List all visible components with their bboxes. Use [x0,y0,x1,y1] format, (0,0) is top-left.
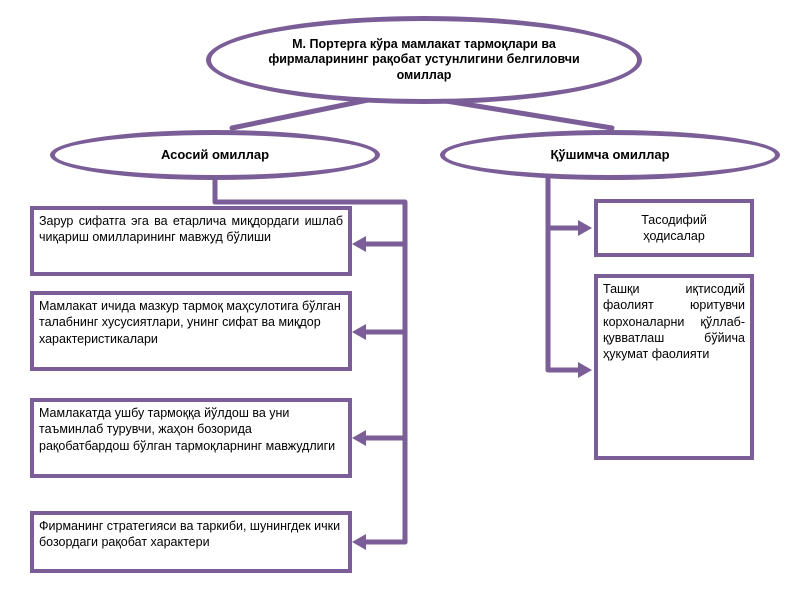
main-factor-text: Мамлакатда ушбу тармоққа йўлдош ва уни т… [39,406,336,453]
main-factors-ellipse: Асосий омиллар [50,130,380,180]
diagram-title: М. Портерга кўра мамлакат тармоқлари ва … [268,36,580,82]
main-factor-text: Мамлакат ичида мазкур тармоқ маҳсулотига… [39,299,341,346]
main-factors-label: Асосий омиллар [160,146,270,162]
additional-factor-box: Ташқи иқтисодий фаолият юритувчи корхона… [594,274,754,460]
additional-factors-ellipse: Қўшимча омиллар [440,130,780,180]
additional-factors-label: Қўшимча омиллар [550,146,670,162]
additional-factor-text: Ташқи иқтисодий фаолият юритувчи корхона… [603,282,745,361]
title-ellipse: М. Портерга кўра мамлакат тармоқлари ва … [206,16,642,104]
additional-factor-box: Тасодифий ҳодисалар [594,199,754,257]
main-factor-box: Мамлакат ичида мазкур тармоқ маҳсулотига… [30,291,352,371]
additional-factor-text: Тасодифий ҳодисалар [641,212,707,243]
main-factor-text: Фирманинг стратегияси ва таркиби, шунинг… [39,519,341,550]
main-factor-box: Фирманинг стратегияси ва таркиби, шунинг… [30,511,352,573]
main-factor-box: Мамлакатда ушбу тармоққа йўлдош ва уни т… [30,398,352,478]
main-factor-text: Зарур сифатга эга ва етарлича миқдордаги… [39,214,343,245]
main-factor-box: Зарур сифатга эга ва етарлича миқдордаги… [30,206,352,276]
